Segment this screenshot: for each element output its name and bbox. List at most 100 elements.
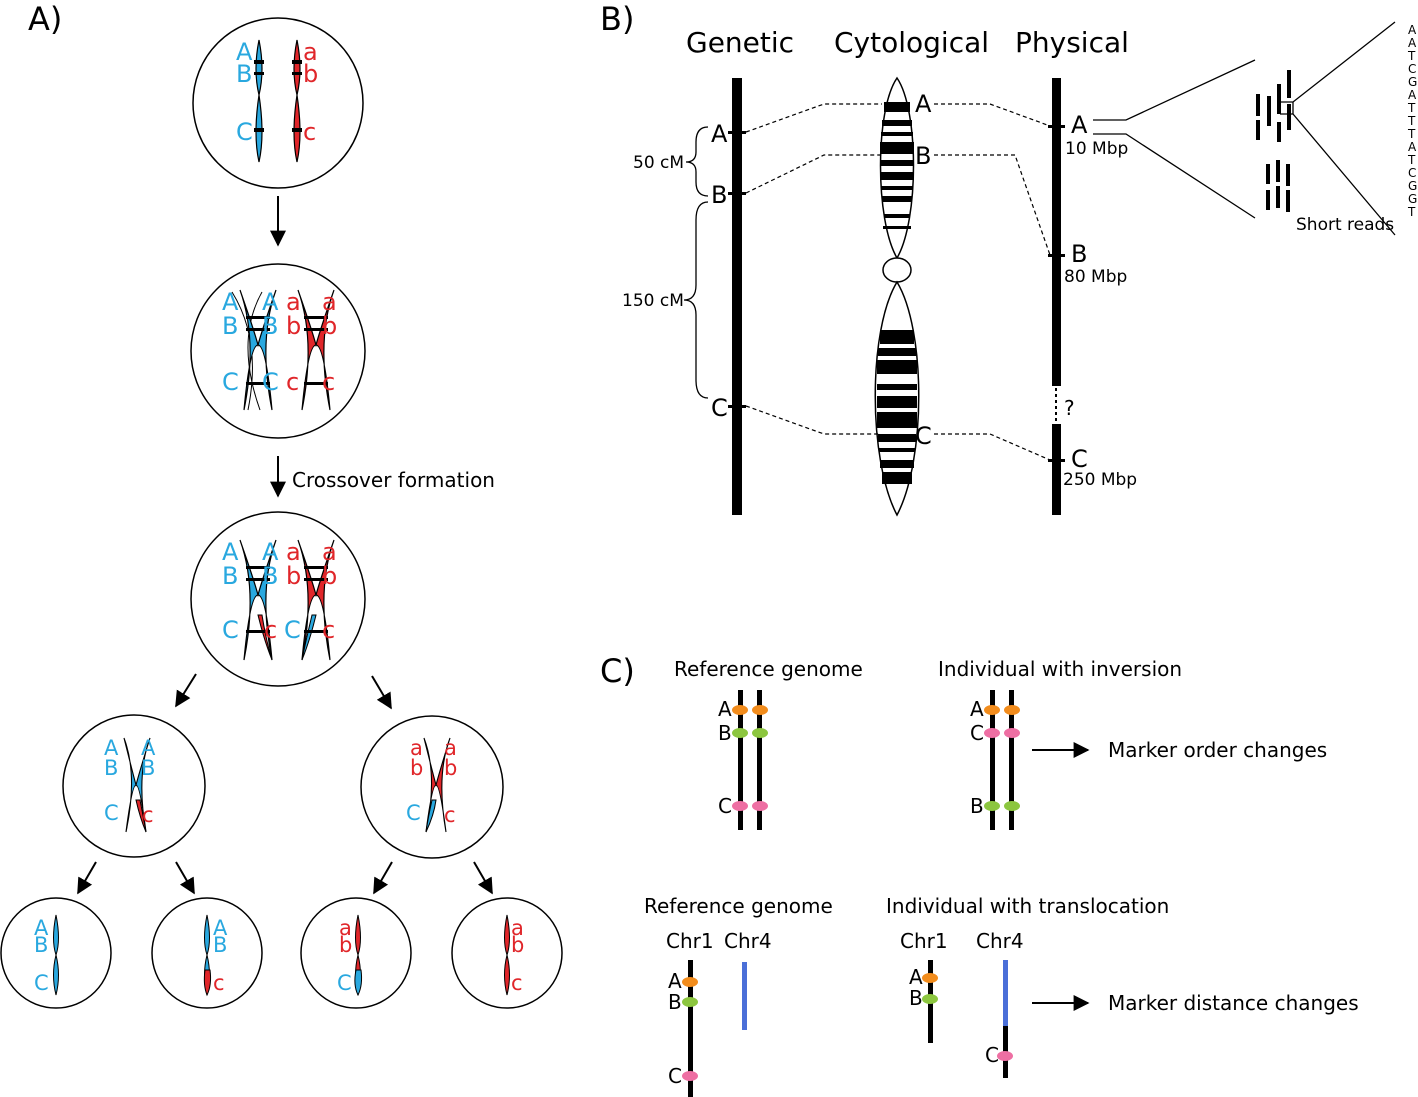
ref2-marker-C: C <box>668 1064 682 1088</box>
marker-c: c <box>322 616 335 644</box>
ref-chr1 <box>688 960 693 1097</box>
position-b: 80 Mbp <box>1064 267 1127 287</box>
ref-genome-title-2: Reference genome <box>644 894 833 918</box>
brace-bc <box>683 201 709 399</box>
marker-c: c <box>142 803 154 827</box>
inv-marker-A: A <box>970 697 984 721</box>
cell-3: A A B B C c a a b b C c <box>190 511 366 687</box>
marker-b: b <box>410 756 423 780</box>
marker-A: A <box>222 288 239 316</box>
header-genetic: Genetic <box>686 26 794 59</box>
sequence-base: G <box>1408 179 1417 193</box>
marker-c: c <box>264 616 277 644</box>
panel-b-label: B) <box>600 0 634 38</box>
sequence-base: G <box>1408 75 1417 89</box>
red-bivalent <box>297 289 335 411</box>
marker-C: C <box>337 971 352 995</box>
marker-B: B <box>222 562 238 590</box>
blue-chromosome <box>254 39 264 163</box>
marker-b: b <box>286 312 301 340</box>
sequence-base: T <box>1407 205 1416 219</box>
marker-a: a <box>322 538 337 566</box>
marker-A: A <box>236 38 253 66</box>
short-reads-glyph <box>1256 70 1291 212</box>
marker-a: a <box>286 538 301 566</box>
marker-a: a <box>511 916 524 940</box>
position-c: 250 Mbp <box>1063 470 1137 490</box>
marker-b: b <box>286 562 301 590</box>
genetic-marker-B: B <box>711 181 727 209</box>
marker-c: c <box>286 368 299 396</box>
marker-B: B <box>104 756 118 780</box>
sequence-base: C <box>1408 62 1416 76</box>
header-physical: Physical <box>1015 26 1129 59</box>
gamete-3: a b C <box>300 897 412 1009</box>
arrow-4-left <box>77 861 97 895</box>
cell-2: A A B B C C a a b b c c <box>190 263 366 439</box>
marker-a: a <box>410 736 423 760</box>
cell-5: a a b b C c <box>360 715 504 859</box>
ref-chr4-label: Chr4 <box>724 929 772 953</box>
marker-C: C <box>236 118 253 146</box>
marker-b: b <box>303 60 318 88</box>
marker-A: A <box>141 736 156 760</box>
trans-marker-A: A <box>909 965 923 989</box>
panel-c: C) Reference genome A B C Individual wit… <box>600 652 1359 1097</box>
ref-marker-C: C <box>718 794 732 818</box>
physical-map-bar-upper <box>1052 78 1061 386</box>
sequence-base: T <box>1407 49 1416 63</box>
marker-B: B <box>222 312 238 340</box>
ref-genome-title-1: Reference genome <box>674 657 863 681</box>
marker-b: b <box>322 312 337 340</box>
sequence-base: A <box>1408 88 1417 102</box>
header-cytological: Cytological <box>834 26 989 59</box>
panel-c-label: C) <box>600 652 635 690</box>
marker-b: b <box>339 933 352 957</box>
physical-marker-A: A <box>1071 111 1088 139</box>
ref2-marker-A: A <box>668 969 682 993</box>
physical-marker-B: B <box>1071 240 1087 268</box>
panel-b: B) Genetic Cytological Physical A B C 50… <box>600 0 1417 517</box>
short-reads-label: Short reads <box>1296 215 1394 235</box>
marker-c: c <box>213 971 225 995</box>
distance-ab: 50 cM <box>633 153 684 173</box>
arrow-right-1 <box>371 675 392 710</box>
sequence-base: G <box>1408 192 1417 206</box>
arrow-left-1 <box>175 673 197 708</box>
blue-bivalent <box>239 289 277 411</box>
marker-C: C <box>262 368 279 396</box>
cytological-chromosome <box>874 76 920 517</box>
position-a: 10 Mbp <box>1065 139 1128 159</box>
arrow-5-right <box>473 861 493 895</box>
zoom-lines <box>1093 21 1396 236</box>
marker-c: c <box>511 971 523 995</box>
marker-b: b <box>511 933 524 957</box>
genetic-marker-C: C <box>711 394 728 422</box>
sequence-base: T <box>1407 153 1416 167</box>
marker-B: B <box>34 933 48 957</box>
cyto-marker-C: C <box>915 422 932 450</box>
gap-question-mark: ? <box>1064 396 1075 420</box>
sequence-base: T <box>1407 114 1416 128</box>
marker-A: A <box>34 916 49 940</box>
marker-a: a <box>286 288 301 316</box>
sequence-base: A <box>1408 23 1417 37</box>
cell-4: A A B B C c <box>62 714 206 858</box>
marker-C: C <box>284 616 301 644</box>
marker-C: C <box>222 616 239 644</box>
sequence-base: C <box>1408 166 1416 180</box>
gamete-2: A B c <box>151 897 263 1009</box>
arrow-5-left <box>373 861 393 895</box>
gamete-1: A B C <box>0 897 112 1009</box>
connector-lines <box>745 103 1051 461</box>
physical-marker-C: C <box>1071 445 1088 473</box>
ref-chr4 <box>742 962 747 1030</box>
marker-B: B <box>213 933 227 957</box>
red-chromosome <box>292 39 302 163</box>
trans-marker-C: C <box>985 1043 999 1067</box>
red-recombinant-bivalent <box>297 539 335 661</box>
crossover-label: Crossover formation <box>292 468 495 492</box>
marker-C: C <box>406 801 421 825</box>
marker-b: b <box>444 756 457 780</box>
marker-A: A <box>104 736 119 760</box>
